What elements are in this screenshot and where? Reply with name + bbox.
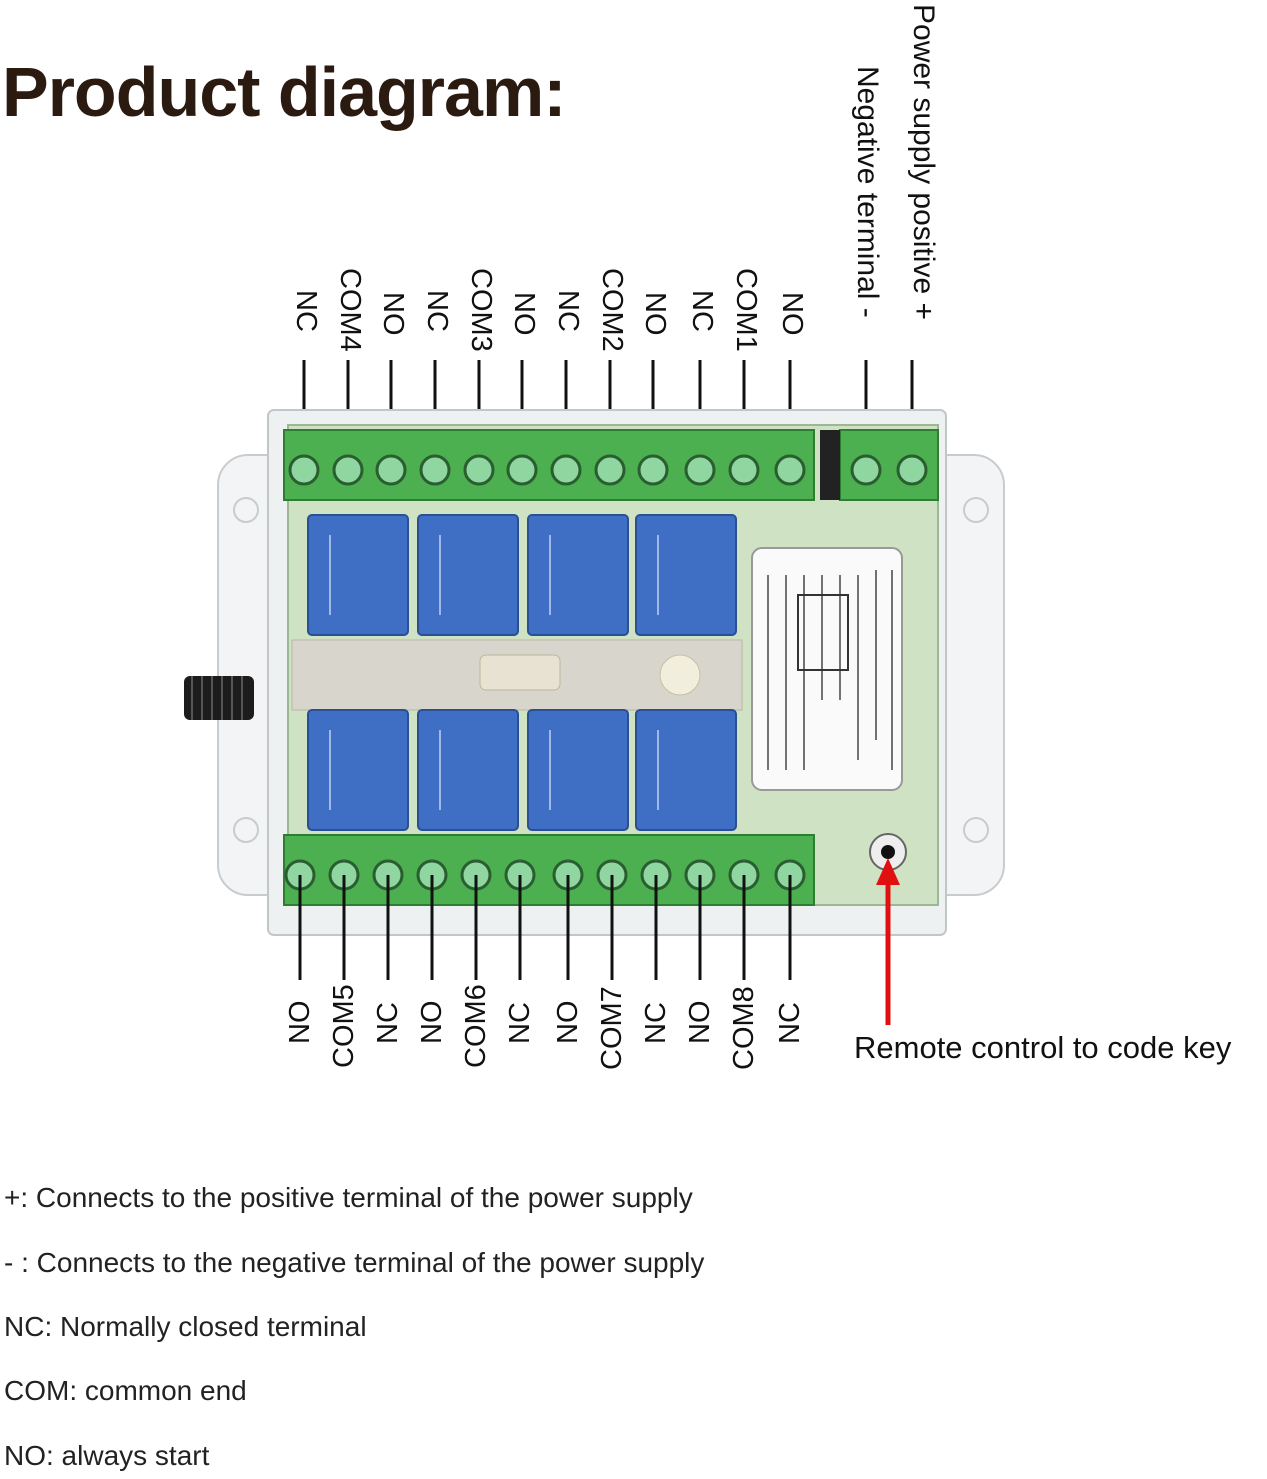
top-terminal-label: NC <box>552 290 584 332</box>
positive-terminal-label: Power supply positive + <box>907 4 940 320</box>
bottom-terminal-label: NO <box>552 1000 584 1045</box>
bottom-terminal-label: NC <box>774 1002 806 1044</box>
bottom-terminal-label: NC <box>372 1002 404 1044</box>
bottom-terminal-label: NO <box>684 1000 716 1045</box>
top-terminal-label: NC <box>290 290 322 332</box>
top-terminal-label: COM1 <box>730 268 762 352</box>
bottom-terminal-label: NC <box>504 1002 536 1044</box>
relays-bottom <box>307 709 737 831</box>
top-terminal-label: COM3 <box>465 268 497 352</box>
bottom-terminal-label: NO <box>416 1000 448 1045</box>
bottom-terminal-label: COM7 <box>596 986 628 1070</box>
bottom-terminal-label: COM5 <box>328 984 360 1068</box>
negative-terminal-label: Negative terminal - <box>851 66 884 318</box>
top-terminal-label: NO <box>776 292 808 336</box>
legend-item: NO: always start <box>4 1440 210 1471</box>
legend-item: +: Connects to the positive terminal of … <box>4 1182 693 1213</box>
legend-item: COM: common end <box>4 1375 247 1406</box>
relays-top <box>307 514 737 636</box>
top-terminal-label: COM4 <box>334 268 366 352</box>
top-terminal-label: NO <box>377 292 409 336</box>
legend-item: NC: Normally closed terminal <box>4 1311 367 1342</box>
bottom-terminal-label: COM8 <box>728 986 760 1070</box>
bottom-terminal-label: NC <box>640 1002 672 1044</box>
top-terminal-label: COM2 <box>596 268 628 352</box>
bottom-terminal-label: NO <box>284 1000 316 1045</box>
remote-code-key-label: Remote control to code key <box>854 1030 1232 1065</box>
top-terminal-label: NC <box>421 290 453 332</box>
top-screws <box>288 454 928 486</box>
top-terminal-label: NO <box>639 292 671 336</box>
bottom-wires <box>298 875 792 980</box>
page-title: Product diagram: <box>2 53 567 131</box>
bottom-screws <box>284 859 806 891</box>
legend-item: - : Connects to the negative terminal of… <box>4 1247 705 1278</box>
bottom-terminal-label: COM6 <box>460 984 492 1068</box>
top-terminal-label: NO <box>508 292 540 336</box>
top-terminal-label: NC <box>686 290 718 332</box>
